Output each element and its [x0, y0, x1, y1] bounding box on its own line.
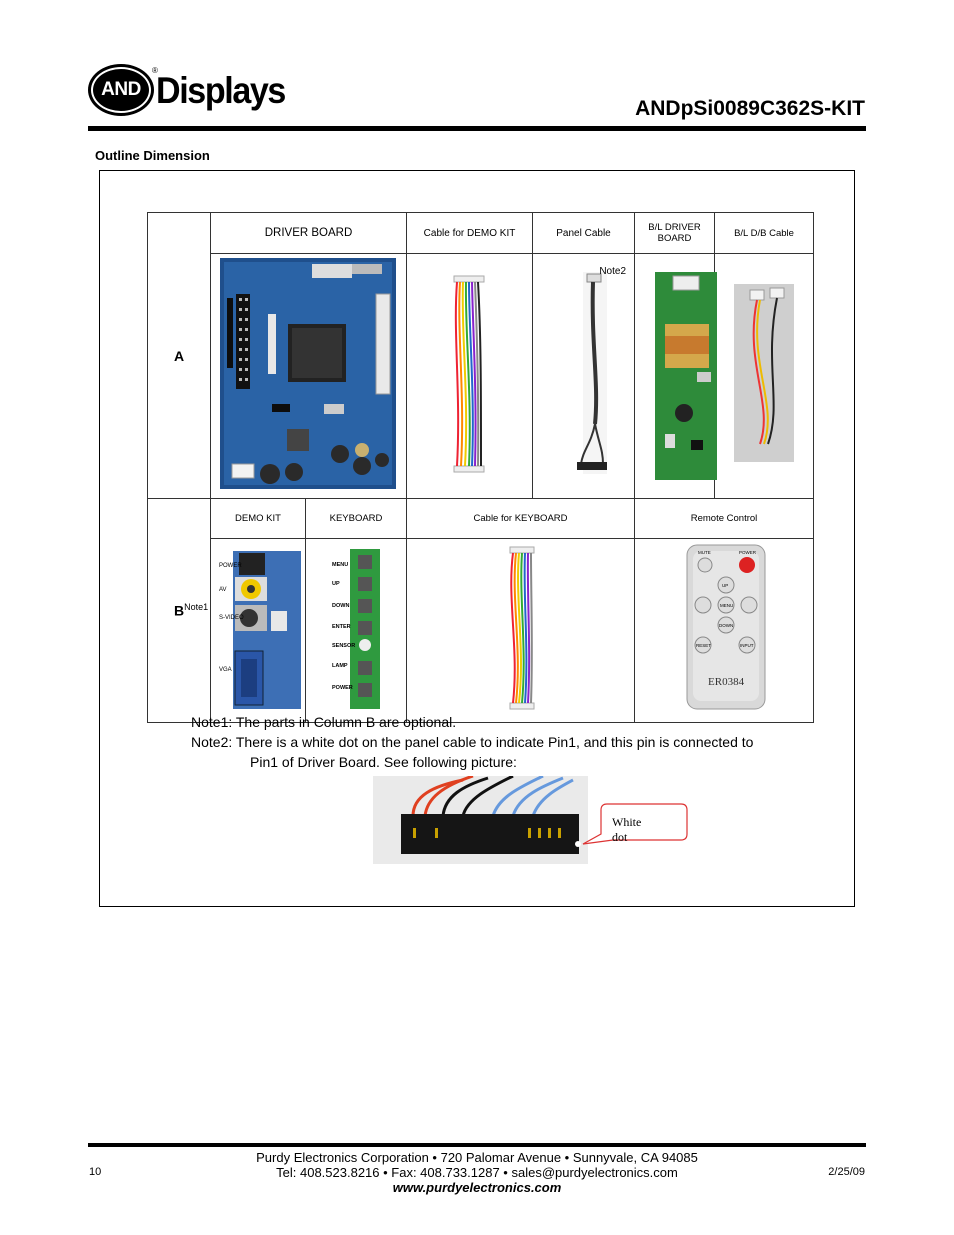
remote-label-up: UP: [722, 583, 729, 588]
keyboard-rainbow-cable: [509, 546, 535, 710]
remote-model: ER0384: [708, 676, 745, 688]
footer-rule: [88, 1143, 866, 1147]
note2-tag: Note2: [599, 266, 627, 277]
document-title: ANDpSi0089C362S-KIT: [635, 97, 865, 120]
header-driver-board: DRIVER BOARD: [209, 212, 408, 254]
remote-label-input: INPUT: [740, 643, 754, 648]
remote-label-mute: MUTE: [698, 550, 711, 555]
demo-kit-board: [233, 551, 301, 709]
remote-label-power: POWER: [739, 550, 757, 555]
remote-label-down: DOWN: [719, 623, 734, 628]
section-title: Outline Dimension: [95, 148, 210, 163]
header-rule: [88, 126, 866, 131]
bl-db-cable-image: [714, 253, 814, 499]
registered-mark: ®: [152, 66, 158, 75]
keyboard-cable-image: [406, 538, 636, 723]
driver-board-image: [209, 253, 408, 499]
key-label-down: DOWN: [332, 603, 350, 609]
remote-control: [686, 544, 766, 710]
callout-bubble: [582, 803, 688, 845]
logo-word: Displays: [156, 70, 286, 111]
key-label-power: POWER: [332, 685, 353, 691]
demo-kit-label-av: AV: [219, 587, 227, 593]
key-label-lamp: LAMP: [332, 663, 348, 669]
demo-kit-cable-image: [406, 253, 534, 499]
parts-table: A DRIVER BOARD Cable for DEMO KIT Panel …: [147, 212, 814, 723]
note2-line2: Pin1 of Driver Board. See following pict…: [250, 754, 517, 770]
driver-board-pcb: [220, 258, 396, 489]
row-b-label: BNote1: [147, 498, 211, 723]
footer-address: Purdy Electronics Corporation • 720 Palo…: [256, 1150, 698, 1165]
demo-kit-label-svideo: S-VIDEO: [219, 615, 244, 621]
row-b-letter: B: [174, 602, 185, 619]
remote-label-menu: MENU: [720, 603, 734, 608]
page-number: 10: [89, 1166, 102, 1178]
rainbow-cable: [453, 275, 485, 473]
key-label-up: UP: [332, 581, 340, 587]
note2-line1: Note2: There is a white dot on the panel…: [191, 734, 754, 750]
header-bl-db-cable: B/L D/B Cable: [714, 212, 814, 254]
bl-driver-board-image: [634, 253, 718, 499]
header-cable-demo-kit: Cable for DEMO KIT: [406, 212, 534, 254]
outline-frame: [99, 170, 855, 907]
header-keyboard: KEYBOARD: [304, 498, 408, 539]
demo-kit-label-vga: VGA: [219, 667, 232, 673]
remote-label-reset: RESET: [696, 643, 712, 648]
row-b-note-sup: Note1: [184, 602, 209, 613]
keyboard-board: [350, 549, 380, 709]
company-logo: AND ® Displays: [88, 64, 288, 120]
backlight-cable: [734, 284, 794, 462]
header-bl-driver-board: B/L DRIVER BOARD: [634, 212, 716, 254]
header-cable-keyboard: Cable for KEYBOARD: [406, 498, 636, 539]
remote-control-image: MUTE POWER UP MENU DOWN RESET INPUT ER03…: [634, 538, 814, 723]
panel-cable-image: Note2: [532, 253, 636, 499]
connector-photo: [373, 776, 588, 864]
white-dot-photo: White dot: [373, 776, 688, 864]
notes: Note1: The parts in Column B are optiona…: [191, 712, 753, 772]
panel-cable: [577, 272, 608, 474]
footer-contact: Tel: 408.523.8216 • Fax: 408.733.1287 • …: [276, 1165, 678, 1180]
demo-kit-image: POWER AV S-VIDEO VGA: [210, 538, 306, 723]
keyboard-image: MENU UP DOWN ENTER SENSOR LAMP POWER: [304, 538, 408, 723]
key-label-sensor: SENSOR: [332, 643, 356, 649]
note1: Note1: The parts in Column B are optiona…: [191, 714, 457, 730]
white-dot-callout: White dot: [612, 815, 642, 844]
key-label-menu: MENU: [332, 562, 349, 568]
logo-mark: AND: [91, 67, 151, 113]
header-panel-cable: Panel Cable: [532, 212, 636, 254]
logo-oval: AND: [88, 64, 154, 116]
demo-kit-label-power: POWER: [219, 563, 242, 569]
row-a-label: A: [147, 212, 211, 499]
key-label-enter: ENTER: [332, 624, 351, 630]
footer-date: 2/25/09: [828, 1166, 865, 1178]
header-demo-kit: DEMO KIT: [210, 498, 306, 539]
inverter-board: [655, 272, 718, 480]
footer-website[interactable]: www.purdyelectronics.com: [392, 1180, 562, 1195]
header-remote-control: Remote Control: [634, 498, 814, 539]
